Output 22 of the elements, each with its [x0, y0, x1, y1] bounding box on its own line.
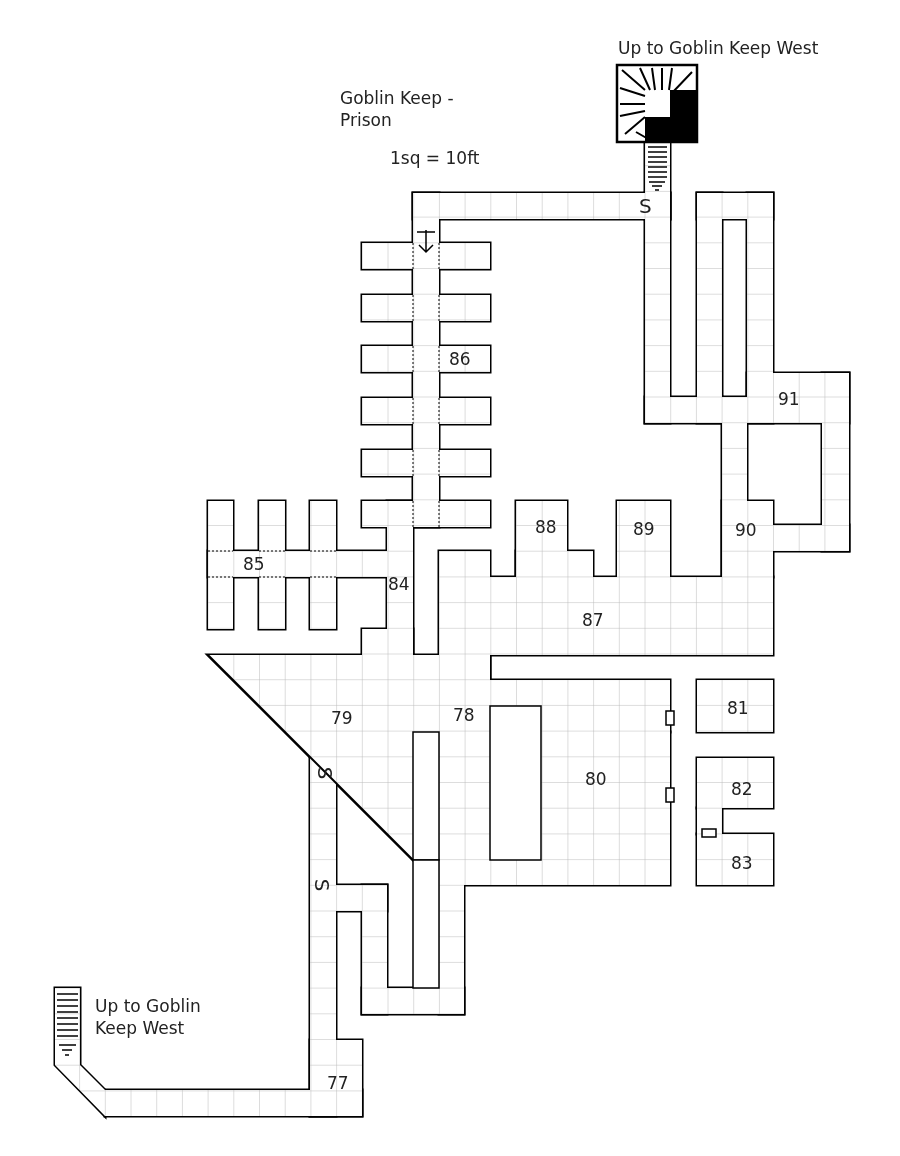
- room-number: 78: [453, 704, 475, 726]
- stairs-label: Up to Goblin Keep West: [95, 995, 202, 1039]
- room-number: 77: [327, 1072, 349, 1094]
- stairs-label: Up to Goblin Keep West: [618, 37, 820, 59]
- room-number: 80: [585, 768, 607, 790]
- room-number: 83: [731, 852, 753, 874]
- room-number: 88: [535, 516, 557, 538]
- room-number: 89: [633, 518, 655, 540]
- secret-door-mark: S: [314, 766, 337, 780]
- room-number: 87: [582, 609, 604, 631]
- room-number: 91: [778, 388, 800, 410]
- room-number: 81: [727, 697, 749, 719]
- room-number: 85: [243, 553, 265, 575]
- secret-door-mark: S: [639, 195, 652, 217]
- room-number: 82: [731, 778, 753, 800]
- room-number: 84: [388, 573, 410, 595]
- scale-note: 1sq = 10ft: [390, 147, 481, 169]
- room-number: 79: [331, 707, 353, 729]
- room-number: 90: [735, 519, 757, 541]
- map-title: Goblin Keep - Prison: [340, 87, 455, 131]
- room-number: 86: [449, 348, 471, 370]
- secret-door-mark: S: [311, 878, 334, 892]
